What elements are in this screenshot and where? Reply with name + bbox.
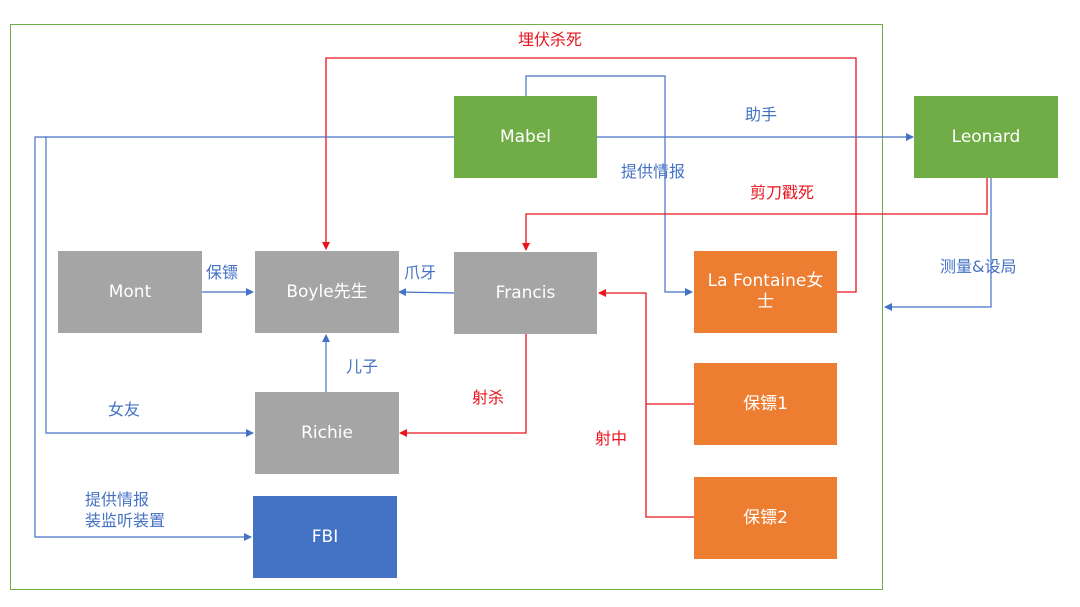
label-intel-fbi-line1: 提供情报	[85, 490, 150, 509]
edge-henchman	[398, 288, 456, 297]
edge-measure	[884, 178, 992, 311]
label-bodyguard: 保镖	[206, 263, 239, 282]
edge-shot-kill	[399, 333, 527, 437]
node-lafontaine[interactable]: La Fontaine女士	[694, 251, 837, 333]
label-son: 儿子	[346, 357, 379, 376]
edge-girlfriend	[45, 136, 455, 437]
node-label: Richie	[301, 422, 353, 443]
edge-scissors	[522, 178, 988, 251]
label-girlfriend: 女友	[108, 400, 141, 419]
node-bodyguard2[interactable]: 保镖2	[694, 477, 837, 559]
node-label: Leonard	[951, 126, 1021, 147]
label-assistant: 助手	[745, 105, 778, 124]
label-shot-kill: 射杀	[472, 388, 505, 407]
edge-shot-hit-2	[645, 404, 695, 518]
node-bodyguard1[interactable]: 保镖1	[694, 363, 837, 445]
node-richie[interactable]: Richie	[255, 392, 399, 474]
edge-intel-fbi	[34, 136, 252, 541]
label-ambush: 埋伏杀死	[518, 30, 583, 49]
label-henchman: 爪牙	[404, 263, 437, 282]
node-boyle[interactable]: Boyle先生	[255, 251, 399, 333]
edge-ambush	[322, 57, 857, 293]
node-label: 保镖2	[743, 507, 788, 528]
label-intel-fbi-line2: 装监听装置	[85, 511, 166, 530]
node-label: Mabel	[499, 126, 552, 147]
node-mont[interactable]: Mont	[58, 251, 202, 333]
node-mabel[interactable]: Mabel	[454, 96, 597, 178]
node-label: La Fontaine女士	[707, 271, 824, 312]
node-label: 保镖1	[743, 393, 788, 414]
node-label: FBI	[311, 526, 339, 547]
label-intel-lafontaine: 提供情报	[621, 162, 686, 181]
node-label: Francis	[495, 282, 556, 303]
edge-intel-lafontaine	[525, 75, 693, 296]
node-label: Mont	[108, 281, 152, 302]
edge-shot-hit	[598, 289, 695, 405]
group-frame	[10, 24, 883, 590]
node-francis[interactable]: Francis	[454, 252, 597, 334]
label-scissors: 剪刀戳死	[750, 183, 815, 202]
label-measure: 测量&设局	[940, 257, 1017, 276]
node-leonard[interactable]: Leonard	[914, 96, 1058, 178]
node-label: Boyle先生	[286, 281, 368, 302]
label-shot-hit: 射中	[595, 429, 628, 448]
node-fbi[interactable]: FBI	[253, 496, 397, 578]
